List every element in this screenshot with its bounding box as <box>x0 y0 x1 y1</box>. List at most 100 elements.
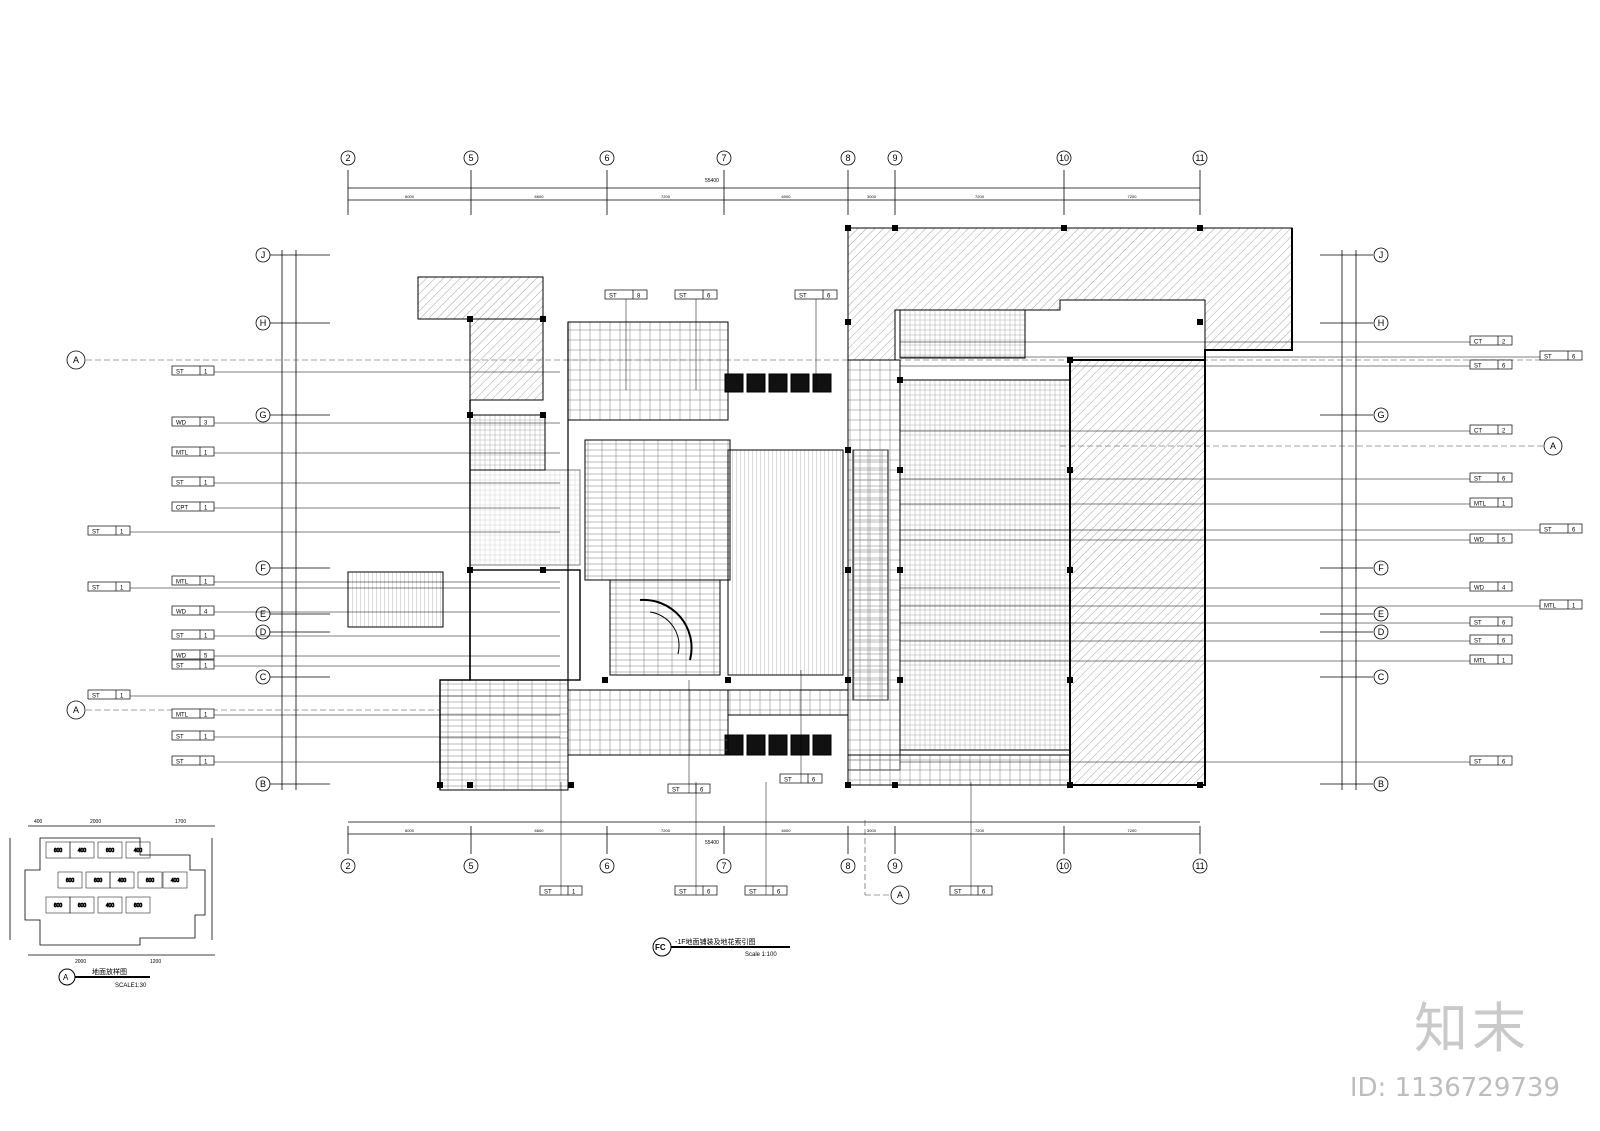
column-marker <box>897 467 903 473</box>
material-tag-box <box>1539 599 1583 610</box>
grid-label: D <box>1378 627 1385 637</box>
material-tag-code: WD <box>176 421 187 427</box>
material-tag-code: WD <box>1474 586 1485 592</box>
material-tag-code: MTL <box>1544 604 1557 610</box>
grid-bubble <box>1192 858 1208 874</box>
material-tag-number: 1 <box>204 580 208 586</box>
detail-cell-value: 600 <box>134 903 143 909</box>
column-marker <box>467 567 473 573</box>
material-tag-box <box>87 689 131 700</box>
dim-value: 6600 <box>535 828 545 833</box>
section-label: A <box>897 890 903 900</box>
bottom-dimension-line <box>348 821 1200 835</box>
grid-bubble <box>255 407 271 423</box>
material-tag-number: 6 <box>1502 639 1506 645</box>
column-marker <box>467 412 473 418</box>
material-tag-code: ST <box>1474 364 1482 370</box>
material-tag-code: ST <box>544 890 552 896</box>
material-tag-number: 1 <box>204 760 208 766</box>
material-tag-code: ST <box>749 890 757 896</box>
material-tag-code: ST <box>1544 355 1552 361</box>
material-tag-code: ST <box>679 890 687 896</box>
material-tag-box <box>87 525 131 536</box>
material-tag-code: ST <box>784 778 792 784</box>
material-tag-number: 6 <box>707 890 711 896</box>
grid-label: J <box>261 250 266 260</box>
material-tag-code: ST <box>176 735 184 741</box>
material-tag-code: WD <box>176 654 187 660</box>
material-tag-box <box>171 605 215 616</box>
column-marker <box>1061 225 1067 231</box>
material-tag-box <box>171 730 215 741</box>
detail-cell-value: 600 <box>106 848 115 854</box>
column-marker <box>897 677 903 683</box>
column-marker <box>845 319 851 325</box>
material-tag-code: ST <box>679 294 687 300</box>
dim-value: 7200 <box>661 828 671 833</box>
grid-bubble <box>1373 315 1389 331</box>
grid-bubble <box>1056 150 1072 166</box>
dim-value: 6600 <box>535 194 545 199</box>
material-tag-code: ST <box>799 294 807 300</box>
material-tag-number: 1 <box>204 634 208 640</box>
material-tag-code: CPT <box>176 506 188 512</box>
detail-dim: 1700 <box>175 819 186 825</box>
detail-cell-value: 600 <box>54 903 63 909</box>
grid-bubble <box>1373 606 1389 622</box>
material-tag-number: 2 <box>1502 429 1506 435</box>
grid-bubble <box>255 669 271 685</box>
material-tag-number: 4 <box>204 610 208 616</box>
material-tag-code: ST <box>609 294 617 300</box>
material-tag-number: 8 <box>637 294 641 300</box>
dim-value: 7200 <box>975 828 985 833</box>
material-tag-number: 1 <box>204 735 208 741</box>
material-tag-code: ST <box>176 481 184 487</box>
grid-bubble <box>255 606 271 622</box>
grid-bubble <box>1373 560 1389 576</box>
material-tag-number: 1 <box>204 370 208 376</box>
grid-bubble <box>716 150 732 166</box>
plan-title: -1F地面铺装及地花索引图 <box>675 937 756 946</box>
material-tag-box <box>171 446 215 457</box>
material-tag-box <box>171 501 215 512</box>
detail-cell-value: 600 <box>66 878 75 884</box>
detail-title: 地面放样图 <box>92 967 127 976</box>
plan-title-block: FC -1F地面铺装及地花索引图 Scale 1:100 <box>652 937 790 958</box>
material-tag-box <box>171 649 215 660</box>
material-tag-number: 6 <box>707 294 711 300</box>
material-tag-number: 1 <box>204 481 208 487</box>
material-tag-number: 6 <box>827 294 831 300</box>
grid-label: E <box>1378 609 1384 619</box>
grid-label: 5 <box>468 153 473 163</box>
detail-cell-value: 600 <box>54 848 63 854</box>
section-bubble <box>1543 436 1563 456</box>
material-tag-box <box>171 476 215 487</box>
grid-bubble <box>887 150 903 166</box>
material-tag-code: MTL <box>176 713 189 719</box>
grid-label: 11 <box>1195 861 1204 871</box>
material-tag-number: 5 <box>1502 538 1506 544</box>
material-tag-number: 1 <box>120 694 124 700</box>
grid-label: 6 <box>604 153 609 163</box>
grid-label: J <box>1379 250 1384 260</box>
column-marker <box>892 225 898 231</box>
material-tag-number: 1 <box>1502 659 1506 665</box>
material-tag-number: 6 <box>1502 621 1506 627</box>
column-marker <box>845 225 851 231</box>
column-marker <box>892 782 898 788</box>
material-tag-box <box>1469 654 1513 665</box>
column-marker <box>845 677 851 683</box>
material-tag-box <box>1469 472 1513 483</box>
grid-bubble <box>1373 776 1389 792</box>
detail-cell-value: 400 <box>118 878 127 884</box>
grid-bubble <box>255 247 271 263</box>
material-tag-code: MTL <box>1474 659 1487 665</box>
detail-dim: 2000 <box>75 959 86 965</box>
grid-label: E <box>260 609 266 619</box>
material-tag-box <box>171 629 215 640</box>
